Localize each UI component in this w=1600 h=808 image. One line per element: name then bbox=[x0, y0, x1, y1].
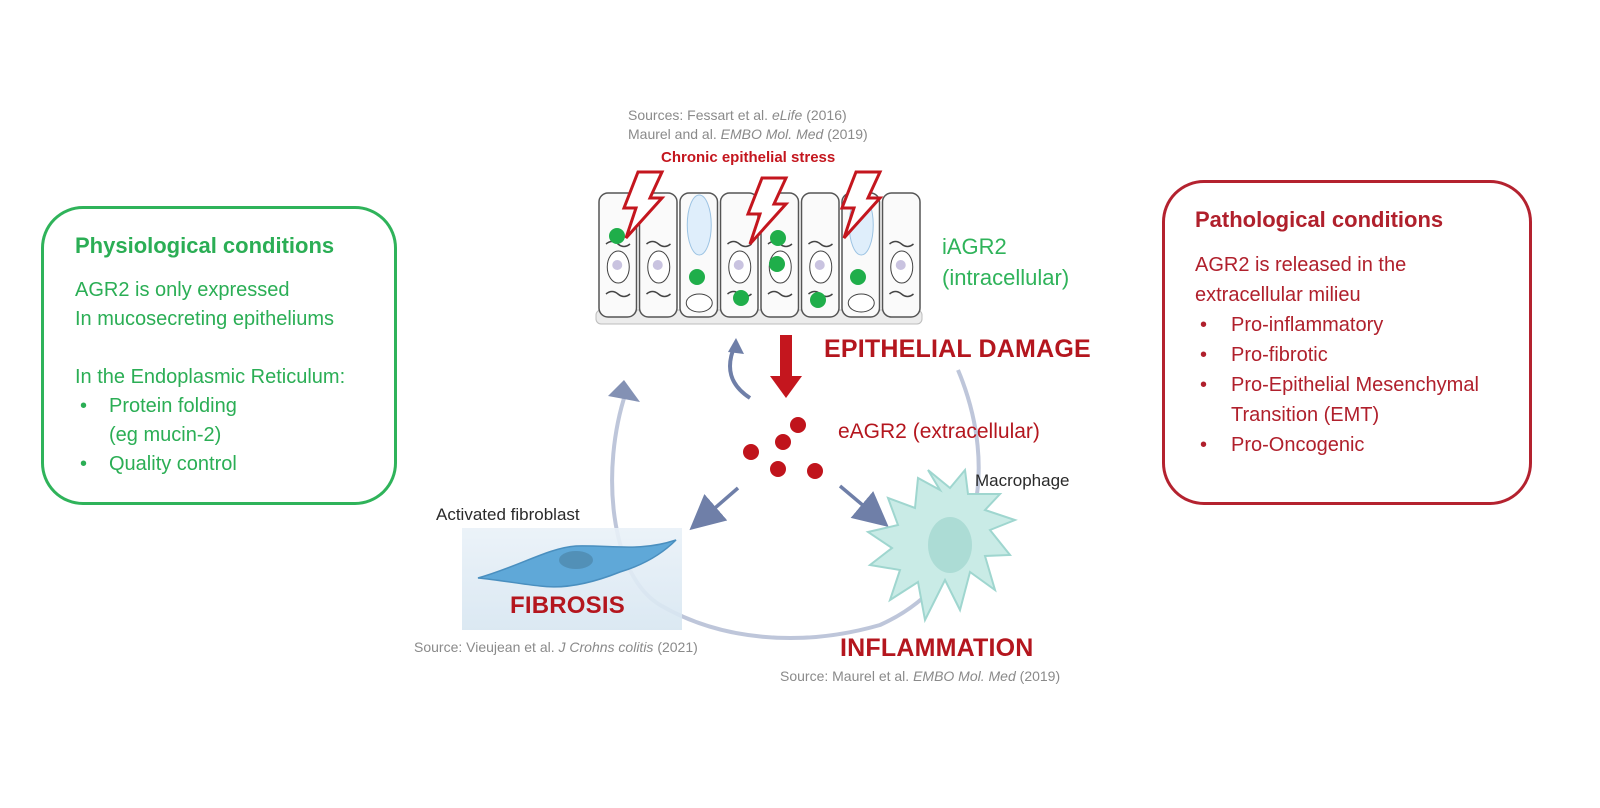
bullet-dot: • bbox=[1200, 374, 1208, 396]
pathological-line-2: extracellular milieu bbox=[1195, 284, 1361, 306]
epithelial-cell bbox=[598, 192, 662, 318]
lightning-icon bbox=[745, 176, 790, 246]
physiological-line-1: AGR2 is only expressed bbox=[75, 279, 290, 301]
lightning-icon bbox=[621, 170, 666, 240]
bullet-text: Quality control bbox=[109, 453, 237, 475]
eagr2-particles bbox=[743, 417, 823, 479]
pathological-conditions-panel: Pathological conditions AGR2 is released… bbox=[1162, 180, 1532, 505]
lightning-bolt-icons bbox=[621, 170, 884, 246]
eagr2-label: eAGR2 (extracellular) bbox=[838, 420, 1040, 443]
bullet-quality-control: • Quality control bbox=[75, 450, 394, 479]
bullet-dot: • bbox=[80, 453, 88, 475]
bullet-continuation: Transition (EMT) bbox=[1195, 400, 1529, 430]
iagr2-label-line1: iAGR2 bbox=[942, 234, 1007, 259]
pathological-title: Pathological conditions bbox=[1195, 207, 1444, 232]
inflammation-label: INFLAMMATION bbox=[840, 634, 1034, 662]
bullet-text: Pro-inflammatory bbox=[1231, 314, 1384, 336]
iagr2-dot bbox=[689, 269, 705, 285]
bullet-text: Pro-Oncogenic bbox=[1231, 434, 1365, 456]
bullet-dot: • bbox=[1200, 314, 1208, 336]
goblet-cell bbox=[679, 192, 719, 318]
source-inflammation: Source: Maurel et al. EMBO Mol. Med (201… bbox=[780, 668, 1061, 684]
arrow-to-macrophage bbox=[838, 484, 889, 528]
lightning-icon bbox=[839, 170, 884, 240]
bullet-pro-inflammatory: • Pro-inflammatory bbox=[1195, 310, 1529, 340]
bullet-dot: • bbox=[1200, 344, 1208, 366]
bullet-text: (eg mucin-2) bbox=[109, 424, 222, 446]
epithelial-cell bbox=[881, 192, 921, 318]
iagr2-dot bbox=[770, 230, 786, 246]
return-arrow-head-icon bbox=[728, 338, 744, 354]
chronic-stress-label: Chronic epithelial stress bbox=[661, 149, 836, 166]
epithelial-cell bbox=[760, 192, 800, 318]
bullet-protein-folding: • Protein folding bbox=[75, 392, 394, 421]
er-heading: In the Endoplasmic Reticulum: bbox=[75, 366, 346, 388]
iagr2-dot bbox=[609, 228, 625, 244]
bullet-continuation: (eg mucin-2) bbox=[75, 421, 394, 450]
bullet-pro-oncogenic: • Pro-Oncogenic bbox=[1195, 430, 1529, 460]
pathological-line-1: AGR2 is released in the bbox=[1195, 254, 1407, 276]
bullet-pro-fibrotic: • Pro-fibrotic bbox=[1195, 340, 1529, 370]
bullet-text: Pro-Epithelial Mesenchymal bbox=[1231, 374, 1479, 396]
iagr2-dot bbox=[850, 269, 866, 285]
iagr2-dot bbox=[769, 256, 785, 272]
cycle-arrow-head-icon bbox=[608, 380, 640, 402]
bullet-text: Pro-fibrotic bbox=[1231, 344, 1328, 366]
activated-fibroblast-illustration bbox=[462, 528, 682, 630]
bullet-dot: • bbox=[1200, 434, 1208, 456]
source-fibrosis: Source: Vieujean et al. J Crohns colitis… bbox=[414, 639, 698, 655]
bullet-text: Protein folding bbox=[109, 395, 237, 417]
physiological-title: Physiological conditions bbox=[75, 233, 335, 258]
epithelial-damage-label: EPITHELIAL DAMAGE bbox=[824, 335, 1091, 363]
macrophage-illustration bbox=[865, 467, 1018, 624]
epithelial-cell bbox=[638, 192, 678, 318]
fibrosis-label: FIBROSIS bbox=[510, 592, 625, 619]
physiological-line-2: In mucosecreting epitheliums bbox=[75, 308, 335, 330]
sources-top-1: Sources: Fessart et al. eLife (2016) bbox=[628, 107, 847, 123]
arrow-to-fibroblast bbox=[689, 486, 740, 531]
epithelial-cell bbox=[719, 192, 759, 318]
epithelial-cell bbox=[800, 192, 840, 318]
iagr2-label-line2: (intracellular) bbox=[942, 265, 1070, 290]
bullet-text: Transition (EMT) bbox=[1231, 404, 1380, 426]
fibroblast-label: Activated fibroblast bbox=[436, 505, 580, 524]
physiological-conditions-panel: Physiological conditions AGR2 is only ex… bbox=[41, 206, 397, 505]
sources-top-2: Maurel and al. EMBO Mol. Med (2019) bbox=[628, 126, 868, 142]
bullet-dot: • bbox=[80, 395, 88, 417]
damage-down-arrow bbox=[770, 335, 802, 398]
macrophage-label: Macrophage bbox=[975, 471, 1070, 490]
bullet-pro-emt: • Pro-Epithelial Mesenchymal bbox=[1195, 370, 1529, 400]
iagr2-dot bbox=[733, 290, 749, 306]
iagr2-dot bbox=[810, 292, 826, 308]
